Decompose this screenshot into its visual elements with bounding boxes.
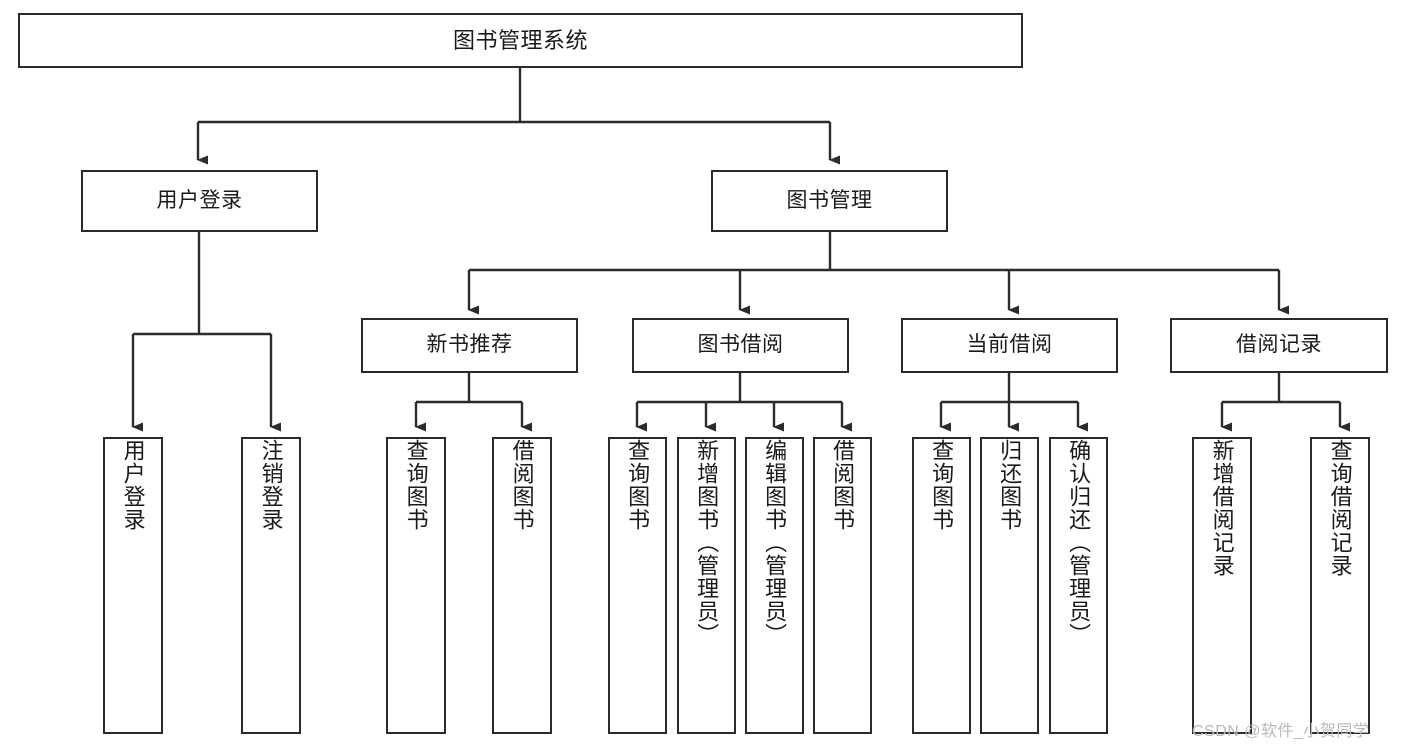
node-leaf-add-record[interactable]: 新增借阅记录 xyxy=(1192,437,1252,734)
node-leaf-return-book[interactable]: 归还图书 xyxy=(980,437,1039,734)
node-book-borrow-label: 图书借阅 xyxy=(697,333,784,357)
node-book-borrow[interactable]: 图书借阅 xyxy=(632,318,849,373)
csdn-watermark: CSDN @软件_小贺同学 xyxy=(1192,723,1370,740)
node-leaf-query-book-1[interactable]: 查询图书 xyxy=(386,437,446,734)
node-leaf-borrow-book-1[interactable]: 借阅图书 xyxy=(492,437,552,734)
node-leaf-user-login[interactable]: 用户登录 xyxy=(103,437,163,734)
node-leaf-query-book-3-label: 查询图书 xyxy=(929,439,955,531)
node-leaf-user-login-label: 用户登录 xyxy=(120,439,146,531)
node-leaf-borrow-book-2-label: 借阅图书 xyxy=(830,439,856,531)
node-leaf-confirm-return[interactable]: 确认归还（管理员） xyxy=(1049,437,1108,734)
node-leaf-logout[interactable]: 注销登录 xyxy=(241,437,301,734)
node-leaf-edit-book[interactable]: 编辑图书（管理员） xyxy=(745,437,804,734)
node-leaf-query-book-2[interactable]: 查询图书 xyxy=(608,437,667,734)
node-leaf-borrow-book-1-label: 借阅图书 xyxy=(509,439,535,531)
node-root-label: 图书管理系统 xyxy=(452,27,588,53)
node-new-book-recommend-label: 新书推荐 xyxy=(426,333,513,357)
node-leaf-return-book-label: 归还图书 xyxy=(997,439,1023,531)
node-book-manage[interactable]: 图书管理 xyxy=(711,170,948,232)
node-current-borrow-label: 当前借阅 xyxy=(966,333,1053,357)
node-user-login-label: 用户登录 xyxy=(156,188,243,212)
node-book-manage-label: 图书管理 xyxy=(786,188,873,212)
node-leaf-borrow-book-2[interactable]: 借阅图书 xyxy=(813,437,872,734)
node-current-borrow[interactable]: 当前借阅 xyxy=(901,318,1118,373)
node-leaf-query-book-1-label: 查询图书 xyxy=(403,439,429,531)
node-leaf-edit-book-label: 编辑图书（管理员） xyxy=(762,439,788,646)
node-leaf-query-book-2-label: 查询图书 xyxy=(625,439,651,531)
node-leaf-query-record-label: 查询借阅记录 xyxy=(1327,439,1353,577)
node-root[interactable]: 图书管理系统 xyxy=(18,13,1023,68)
node-leaf-query-book-3[interactable]: 查询图书 xyxy=(912,437,971,734)
node-user-login[interactable]: 用户登录 xyxy=(81,170,318,232)
node-leaf-confirm-return-label: 确认归还（管理员） xyxy=(1066,439,1092,646)
node-borrow-record[interactable]: 借阅记录 xyxy=(1170,318,1388,373)
node-leaf-add-book-label: 新增图书（管理员） xyxy=(694,439,720,646)
node-leaf-add-book[interactable]: 新增图书（管理员） xyxy=(677,437,736,734)
node-leaf-logout-label: 注销登录 xyxy=(258,439,284,531)
node-leaf-query-record[interactable]: 查询借阅记录 xyxy=(1310,437,1370,734)
node-leaf-add-record-label: 新增借阅记录 xyxy=(1209,439,1235,577)
node-borrow-record-label: 借阅记录 xyxy=(1236,333,1322,357)
node-new-book-recommend[interactable]: 新书推荐 xyxy=(361,318,578,373)
